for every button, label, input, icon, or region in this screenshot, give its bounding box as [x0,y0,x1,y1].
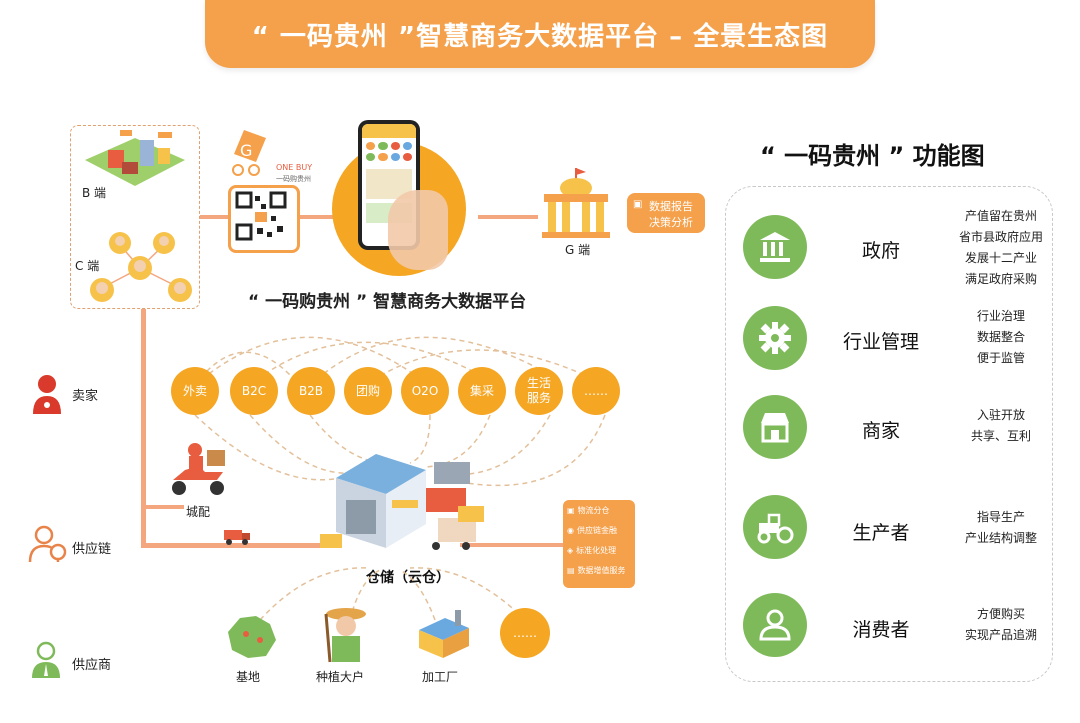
service-collective-buy: 集采 [458,367,506,415]
card-item-data-service: ▤数据增值服务 [563,560,635,580]
supply-chain-icon [28,525,67,563]
desc-line: 满足政府采购 [964,272,1037,286]
platform-title: “ 一码购贵州 ” 智慧商务大数据平台 [248,292,527,312]
connector-bottom [141,543,341,548]
service-group-buy: 团购 [344,367,392,415]
function-consumer-desc: 方便购买 实现产品追溯 [941,604,1061,646]
source-network-arcs [259,567,526,621]
connector-vertical [141,307,146,547]
card-item-finance-label: 供应链金融 [576,525,617,535]
desc-line: 产业结构调整 [964,531,1037,545]
g-end-label: G 端 [565,243,591,257]
qr-code-icon [235,191,287,241]
farmer-icon [324,608,366,663]
factory-icon [419,610,469,658]
desc-line: 产值留在贵州 [964,209,1037,223]
desc-line: 入驻开放 [976,408,1025,422]
function-industry-desc: 行业治理 数据整合 便于监管 [941,306,1061,369]
c-end-label: C 端 [75,259,100,273]
city-delivery-label: 城配 [186,505,211,519]
function-government-desc: 产值留在贵州 省市县政府应用 发展十二产业 满足政府采购 [941,206,1061,290]
warehouse-illustration [320,454,484,550]
report-line-1: 数据报告 [649,200,693,213]
government-building-icon [542,168,610,238]
report-icon: ▣ [633,199,643,210]
desc-line: 方便购买 [976,607,1025,621]
supplier-icon [32,641,60,678]
connector-city [146,505,184,509]
source-base-label: 基地 [236,670,261,684]
card-item-logistics-label: 物流分仓 [577,505,610,515]
finance-icon: ◉ [567,525,574,535]
service-takeaway: 外卖 [171,367,219,415]
function-merchant-desc: 入驻开放 共享、互利 [941,405,1061,447]
seller-icon [33,375,61,414]
one-buy-logo: G [232,130,266,176]
city-illustration [85,130,185,186]
service-life: 生活 服务 [515,367,563,415]
consumer-network [90,232,192,302]
connector-top-left [198,215,228,219]
hand-illustration [388,190,448,270]
connector-warehouse-right [460,543,563,547]
box-icon: ▣ [567,505,575,515]
standard-icon: ◈ [567,545,574,555]
desc-line: 省市县政府应用 [958,230,1043,244]
card-item-standard-label: 标准化处理 [576,545,617,555]
logo-subtext: 一码购贵州 [276,175,311,183]
report-card: ▣ 数据报告 决策分析 [627,193,705,233]
desc-line: 发展十二产业 [964,251,1037,265]
source-factory-label: 加工厂 [422,670,459,684]
function-producer-desc: 指导生产 产业结构调整 [941,507,1061,549]
truck-icon [224,530,250,545]
function-consumer-name: 消费者 [852,619,910,641]
qr-code-frame [228,185,300,253]
logo-text: ONE BUY [276,163,313,172]
connector-top-right [478,215,538,219]
map-region-icon [228,616,276,658]
service-b2b: B2B [287,367,335,415]
role-supplier-label: 供应商 [72,658,112,673]
card-item-standard: ◈标准化处理 [563,540,635,560]
service-o2o: O2O [401,367,449,415]
function-panel [725,186,1053,682]
service-more: …… [572,367,620,415]
desc-line: 便于监管 [976,351,1025,365]
function-industry-name: 行业管理 [842,331,919,353]
tractor-icon [743,495,807,559]
store-icon [743,395,807,459]
service-b2c: B2C [230,367,278,415]
b-end-label: B 端 [82,186,107,200]
delivery-scooter-icon [172,443,225,495]
connector-top-mid [296,215,336,219]
gear-icon [743,306,807,370]
card-item-finance: ◉供应链金融 [563,520,635,540]
source-more: …… [500,608,550,658]
desc-line: 数据整合 [976,330,1025,344]
page-title-banner: “ 一码贵州 ”智慧商务大数据平台 – 全景生态图 [205,0,875,68]
card-item-logistics: ▣物流分仓 [563,500,635,520]
svg-text:G: G [240,141,252,160]
bank-icon [743,215,807,279]
source-grower-label: 种植大户 [316,670,365,684]
desc-line: 共享、互利 [970,429,1031,443]
page-title: “ 一码贵州 ”智慧商务大数据平台 – 全景生态图 [251,21,829,52]
data-icon: ▤ [567,565,575,575]
role-seller-label: 卖家 [72,389,99,404]
desc-line: 指导生产 [976,510,1025,524]
report-line-2: 决策分析 [649,216,693,229]
card-item-data-service-label: 数据增值服务 [577,565,626,575]
warehouse-label: 仓储（云仓） [366,570,450,586]
warehouse-services-card: ▣物流分仓 ◉供应链金融 ◈标准化处理 ▤数据增值服务 [563,500,635,588]
desc-line: 实现产品追溯 [964,628,1037,642]
function-government-name: 政府 [861,240,900,262]
role-supply-chain-label: 供应链 [72,542,112,557]
function-merchant-name: 商家 [861,420,900,442]
desc-line: 行业治理 [976,309,1025,323]
function-producer-name: 生产者 [852,522,910,544]
function-map-title: “ 一码贵州 ” 功能图 [760,142,985,170]
consumer-icon [743,593,807,657]
